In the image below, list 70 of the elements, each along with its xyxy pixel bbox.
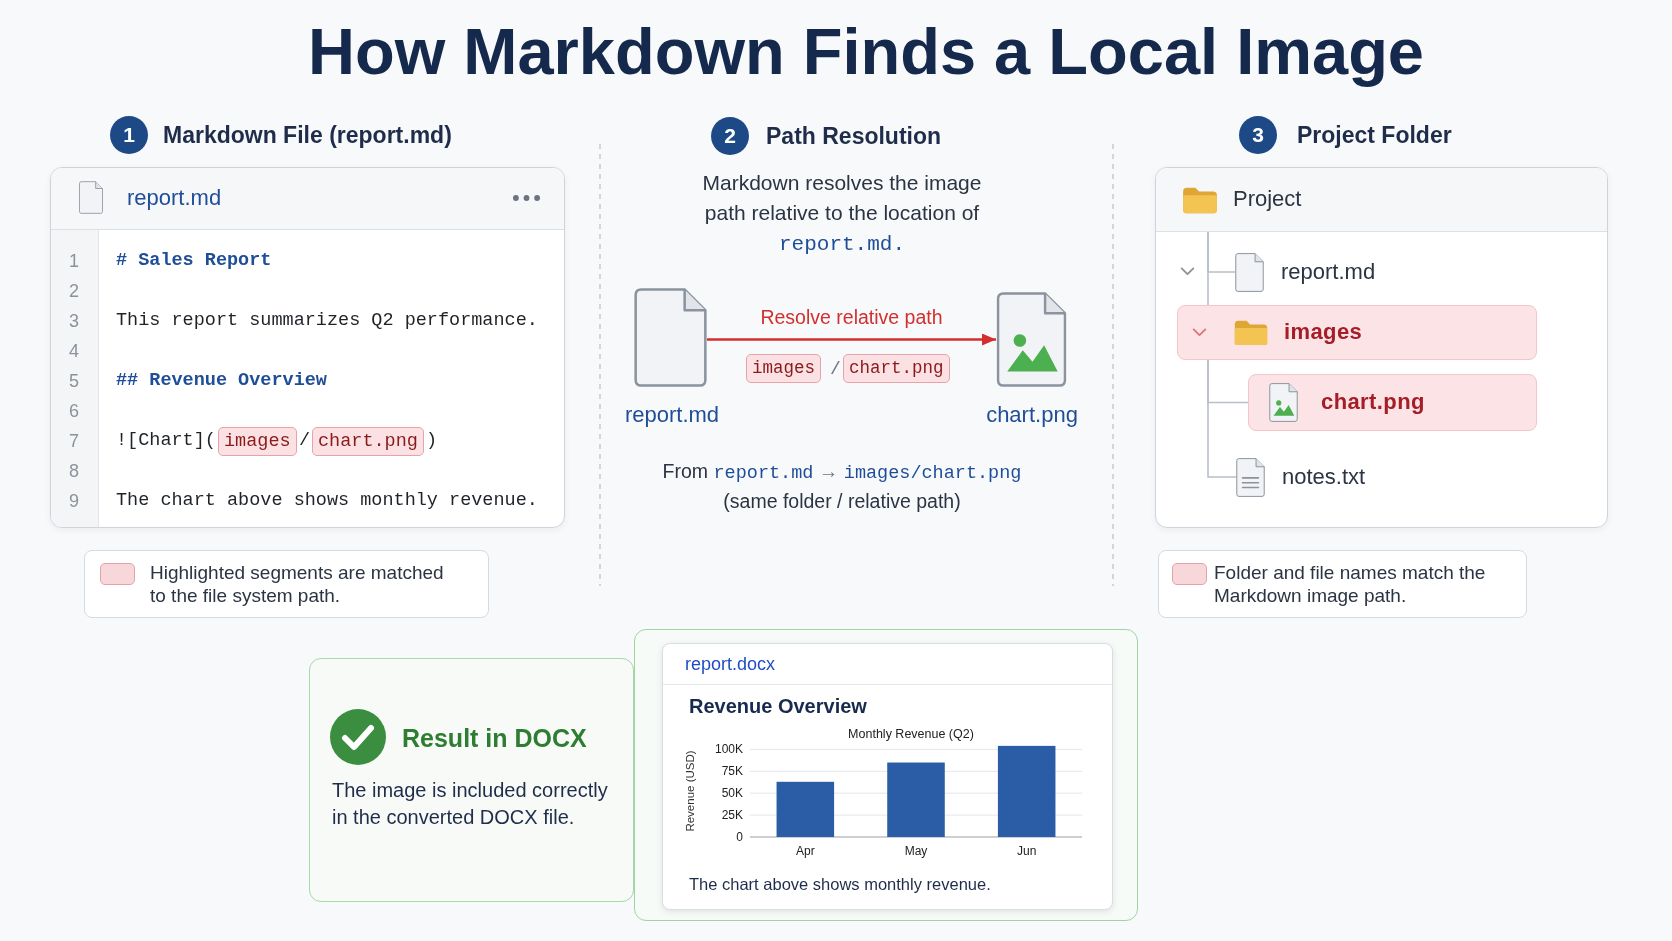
line-number: 1 — [68, 250, 80, 273]
axis-title: Revenue (USD) — [684, 750, 696, 832]
image-file-icon — [996, 292, 1067, 387]
path-text: From report.md → images/chart.png — [662, 459, 1022, 486]
folder-name: Project — [1233, 185, 1302, 213]
result-card — [309, 658, 634, 902]
path-chip: images — [746, 354, 821, 383]
legend-text: Highlighted segments are matched to the file system path. — [150, 561, 445, 607]
code-text: The chart above shows monthly revenue. — [116, 489, 538, 513]
path-chip: chart.png — [312, 426, 424, 456]
line-number: 3 — [68, 310, 80, 333]
file-tree-panel — [1155, 167, 1608, 528]
note-text: (same folder / relative path) — [723, 489, 961, 514]
code-text: # Sales Report — [116, 249, 272, 273]
line-number: 5 — [68, 370, 80, 393]
file-name: report.md — [127, 184, 222, 212]
section-heading: Project Folder — [1297, 121, 1452, 150]
file-name: notes.txt — [1282, 463, 1366, 491]
line-number: 2 — [68, 280, 80, 303]
tick-label: 0 — [736, 830, 743, 844]
category-label: Apr — [796, 844, 815, 858]
document-icon — [634, 288, 707, 387]
line-number: 7 — [68, 430, 80, 453]
step-badge: 1 — [110, 116, 148, 154]
connector-line — [1207, 231, 1209, 306]
path-separator: / — [830, 358, 841, 381]
section-heading: Markdown File (report.md) — [163, 121, 452, 150]
tick-label: 50K — [721, 786, 743, 801]
path-chip: chart.png — [843, 354, 950, 383]
tick-label: 75K — [721, 764, 743, 779]
tick-label: 25K — [721, 808, 743, 823]
category-label: May — [904, 844, 928, 858]
category-label: Jun — [1017, 844, 1037, 858]
folder-name: images — [1284, 318, 1363, 346]
preview-frame — [634, 629, 1138, 921]
highlighted-row — [1248, 374, 1537, 431]
document-card — [662, 643, 1113, 910]
section-heading: Path Resolution — [766, 122, 942, 151]
line-number: 6 — [68, 400, 80, 423]
code-editor-card — [50, 167, 565, 528]
file-name: report.docx — [685, 653, 776, 676]
line-number: 8 — [68, 460, 80, 483]
legend-text: Folder and file names match the Markdown image path. — [1214, 561, 1487, 607]
file-name: chart.png — [986, 401, 1078, 429]
line-number: 4 — [68, 340, 80, 363]
chart-caption: The chart above shows monthly revenue. — [689, 874, 991, 895]
file-name: report.md — [1281, 258, 1376, 286]
step-badge: 2 — [711, 117, 749, 155]
result-text: The image is included correctly in the converted DOCX file. — [332, 778, 609, 830]
step-badge: 3 — [1239, 116, 1277, 154]
card-header — [51, 168, 564, 230]
code-text: ![Chart]( — [116, 429, 216, 453]
highlighted-row — [1177, 305, 1537, 360]
connector-line — [1207, 359, 1237, 478]
line-number: 9 — [68, 490, 80, 513]
arrow — [707, 333, 996, 346]
tick-label: 100K — [714, 742, 743, 757]
description-text: Markdown resolves the image path relative to the location of report.md. — [701, 170, 983, 258]
code-text: This report summarizes Q2 performance. — [116, 309, 538, 333]
code-text: / — [299, 429, 311, 453]
file-name: chart.png — [1321, 388, 1425, 416]
path-chip: images — [218, 426, 297, 456]
diagram-title: How Markdown Finds a Local Image — [308, 14, 1424, 90]
code-text: ## Revenue Overview — [116, 369, 327, 393]
chart-title: Monthly Revenue (Q2) — [848, 727, 974, 741]
result-heading: Result in DOCX — [402, 723, 587, 754]
code-text: ) — [426, 429, 438, 453]
folder-header — [1156, 168, 1607, 232]
document-heading: Revenue Overview — [689, 694, 867, 719]
file-name: report.md — [624, 401, 720, 429]
